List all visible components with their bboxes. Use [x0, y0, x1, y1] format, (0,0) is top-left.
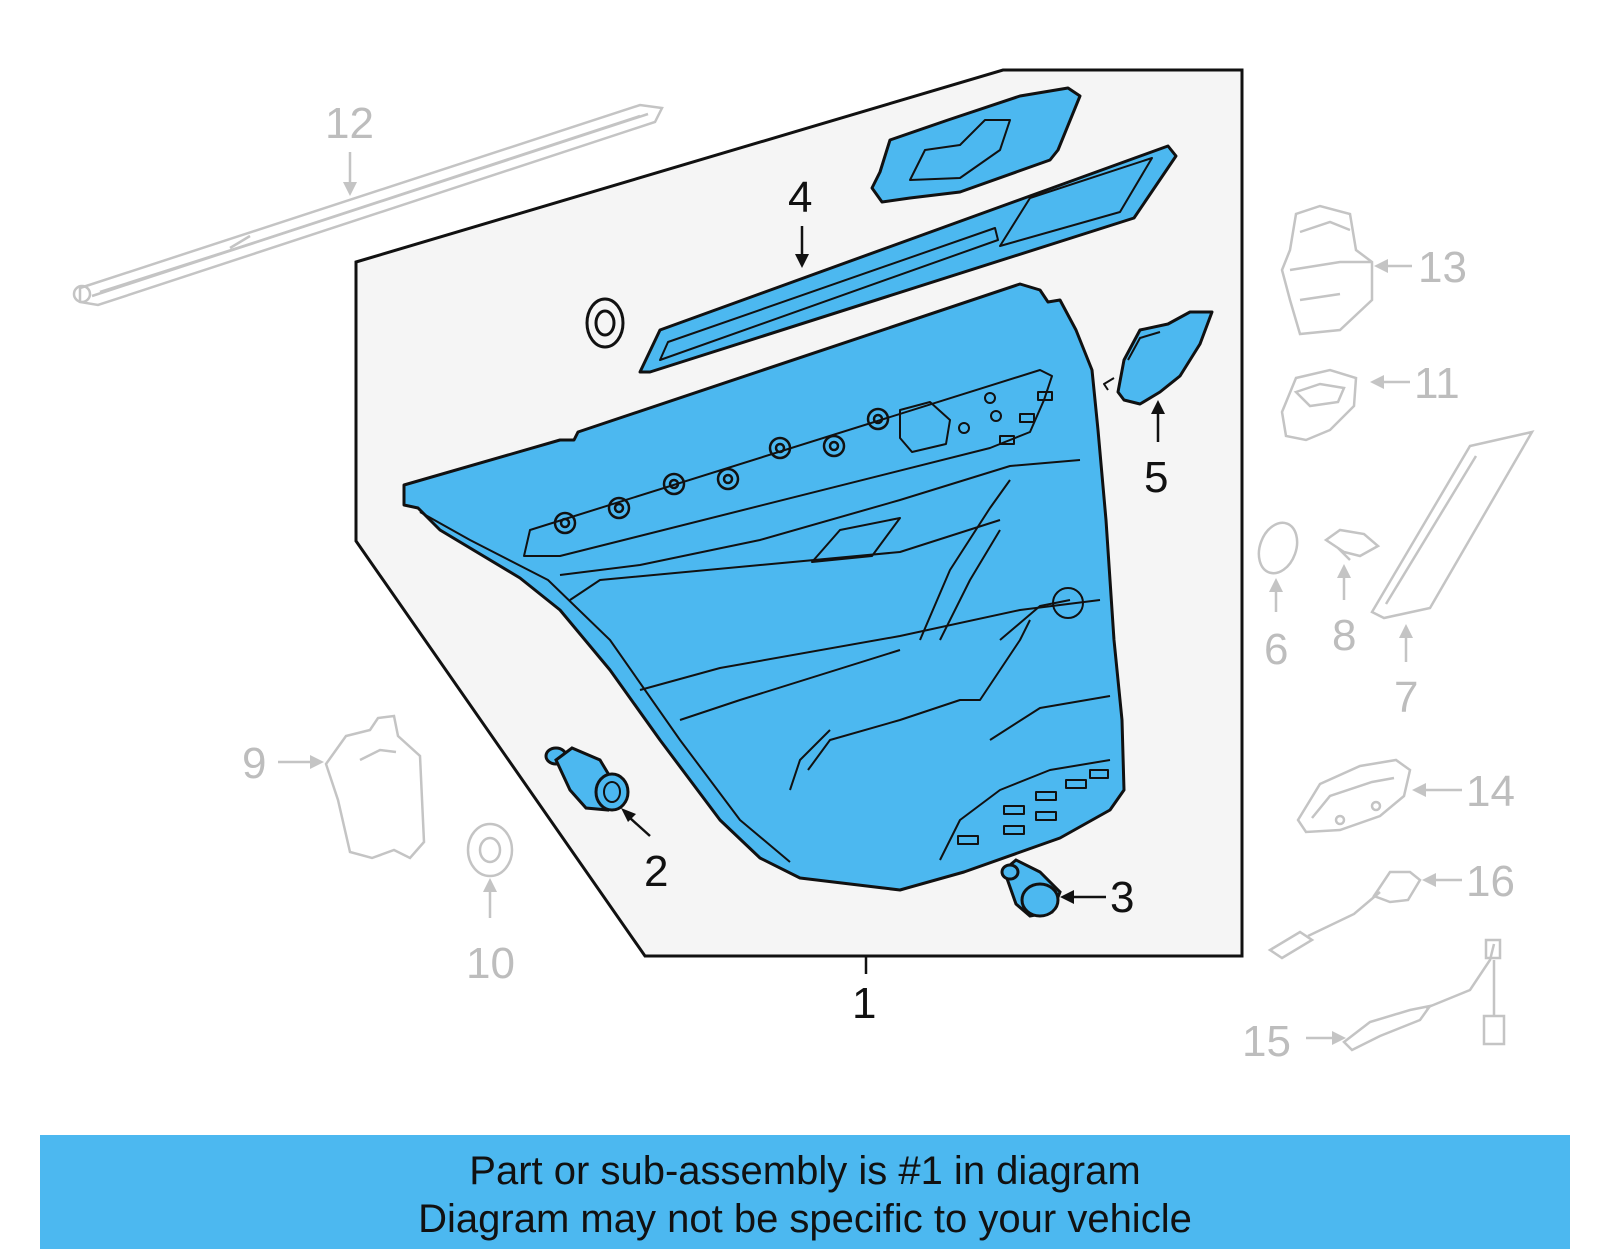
callout-16: 16 [1466, 857, 1515, 906]
arrow-10 [483, 878, 497, 892]
arrow-4 [795, 254, 809, 268]
callout-13: 13 [1418, 243, 1467, 292]
arrow-14 [1412, 783, 1426, 797]
part-16-wire[interactable] [1267, 870, 1422, 960]
callout-9: 9 [242, 739, 266, 788]
banner-line-2: Diagram may not be specific to your vehi… [418, 1197, 1192, 1241]
arrow-8 [1337, 564, 1351, 578]
part-3-clip[interactable] [1000, 858, 1062, 918]
callout-11: 11 [1414, 359, 1460, 408]
callout-10: 10 [466, 939, 515, 988]
part-5-grille[interactable] [1103, 310, 1214, 406]
part-7-strip[interactable] [1370, 430, 1535, 620]
part-1-door-trim-panel[interactable] [402, 282, 1126, 892]
callout-6: 6 [1264, 625, 1288, 674]
part-10-grommet[interactable] [466, 822, 514, 878]
arrow-3 [1060, 890, 1074, 904]
banner-line-1: Part or sub-assembly is #1 in diagram [469, 1149, 1141, 1193]
panel-clip-holes [553, 407, 890, 535]
arrow-15 [1332, 1031, 1346, 1045]
callout-15: 15 [1242, 1017, 1291, 1066]
leader-2 [629, 817, 651, 837]
arrow-9 [310, 755, 324, 769]
part-12-molding[interactable] [72, 103, 664, 307]
arrow-16 [1422, 873, 1436, 887]
part-11-housing[interactable] [1280, 368, 1358, 442]
part-4-grip[interactable] [870, 86, 1082, 204]
part-15-cable[interactable] [1342, 938, 1506, 1052]
callout-3: 3 [1110, 873, 1134, 922]
arrow-12 [343, 182, 357, 196]
part-4-grommet[interactable] [585, 297, 625, 349]
part-2-fastener[interactable] [544, 746, 630, 812]
arrow-11 [1370, 375, 1384, 389]
arrow-7 [1399, 624, 1413, 638]
info-banner: Part or sub-assembly is #1 in diagram Di… [40, 1135, 1570, 1249]
callout-14: 14 [1466, 767, 1515, 816]
callout-1: 1 [852, 979, 876, 1028]
arrow-13 [1374, 259, 1388, 273]
part-9-bracket[interactable] [324, 714, 426, 860]
callout-4: 4 [788, 173, 812, 222]
callout-12: 12 [325, 99, 374, 148]
part-8-clip[interactable] [1323, 528, 1381, 561]
part-13-switch[interactable] [1280, 204, 1374, 336]
arrow-6 [1269, 578, 1283, 592]
callout-8: 8 [1332, 611, 1356, 660]
callout-2: 2 [644, 847, 668, 896]
part-14-lamp[interactable] [1296, 758, 1412, 834]
callout-5: 5 [1144, 453, 1168, 502]
arrow-5 [1151, 400, 1165, 414]
arrow-2 [621, 808, 636, 822]
part-6-seal[interactable] [1252, 517, 1304, 578]
callout-7: 7 [1394, 673, 1418, 722]
info-banner-background [40, 1135, 1570, 1249]
part-4-upper-trim[interactable] [638, 144, 1178, 374]
